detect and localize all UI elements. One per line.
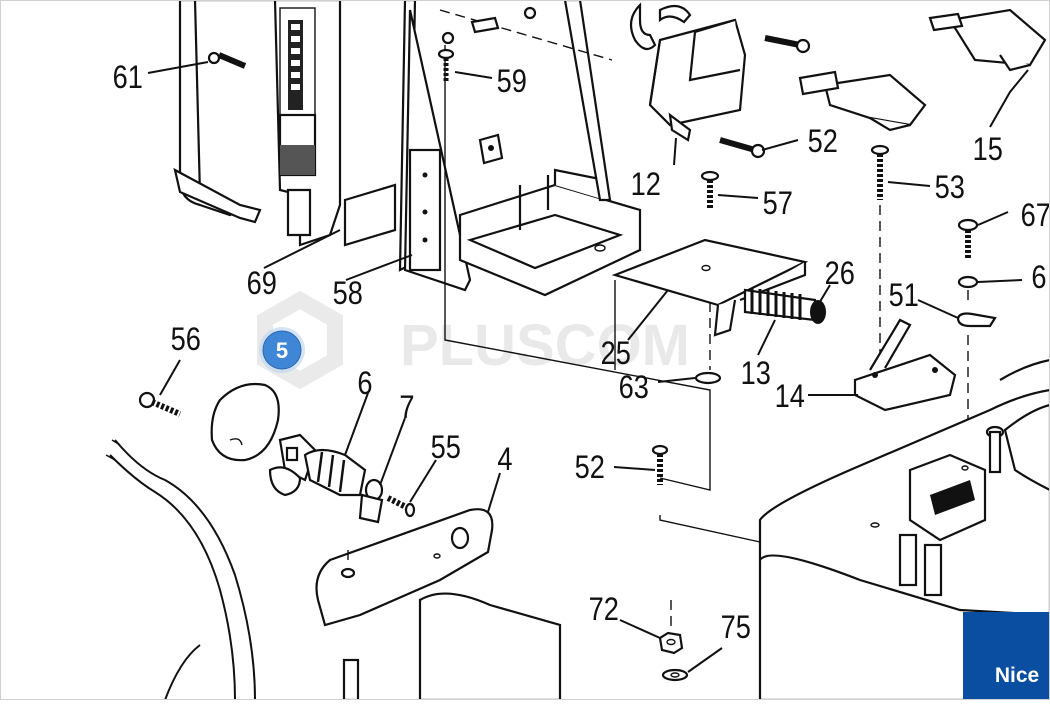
screw-top [764, 35, 811, 54]
brand-name: Nice [995, 664, 1039, 687]
cable-wires [105, 439, 256, 701]
screw-52-bottom [651, 444, 669, 485]
marker-circle[interactable] [262, 330, 302, 370]
screw-52-top [719, 137, 766, 159]
label-67: 67 [1021, 198, 1050, 234]
key-lock-6 [268, 433, 367, 497]
selected-part-marker[interactable]: 5 [259, 327, 305, 373]
label-26: 26 [825, 256, 855, 292]
screw-59 [437, 31, 455, 82]
control-board-housing [173, 0, 397, 247]
label-56: 56 [171, 322, 201, 358]
label-12: 12 [631, 167, 661, 203]
screw-67 [956, 218, 997, 465]
label-13: 13 [741, 356, 771, 392]
label-58: 58 [333, 276, 363, 312]
spring-13 [743, 288, 826, 324]
screw-61 [207, 51, 247, 69]
label-14: 14 [775, 379, 805, 415]
label-6: 6 [357, 366, 372, 402]
label-72: 72 [589, 592, 619, 628]
marker-number[interactable]: 5 [276, 338, 288, 363]
watermark-text: PLUSCOM [400, 313, 690, 378]
label-7: 7 [399, 390, 414, 426]
limit-switch-14 [853, 318, 957, 412]
part-labels: 61 59 52 12 15 57 53 67 69 58 26 6 51 25… [113, 60, 1050, 646]
label-63: 63 [619, 370, 649, 406]
washer-75 [661, 668, 689, 682]
clip-top [470, 6, 537, 34]
release-lever-4 [315, 508, 562, 702]
nut-72 [658, 631, 684, 655]
washer-63 [694, 371, 722, 385]
gearmotor-housing [758, 358, 1050, 702]
label-25: 25 [601, 336, 631, 372]
leader-lines [147, 61, 1029, 673]
label-59: 59 [497, 64, 527, 100]
assembly-lines [439, 9, 761, 543]
washer-7 [358, 478, 384, 524]
brand-logo: Nice [963, 612, 1050, 700]
label-69: 69 [247, 266, 277, 302]
label-52-bottom: 52 [575, 450, 605, 486]
cap-5 [210, 382, 280, 462]
screw-57 [700, 170, 720, 210]
label-53: 53 [935, 170, 965, 206]
mounting-bracket [398, 0, 642, 297]
label-75: 75 [721, 610, 751, 646]
label-15: 15 [973, 132, 1003, 168]
screw-55 [386, 495, 416, 518]
capacitor-12 [629, 2, 747, 142]
limit-switch-15 [798, 8, 1047, 132]
label-55: 55 [431, 430, 461, 466]
label-57: 57 [763, 186, 793, 222]
terminal-strip [288, 20, 303, 110]
label-4: 4 [497, 442, 512, 478]
label-52-top: 52 [808, 124, 838, 160]
screw-56 [138, 391, 182, 417]
screw-53 [870, 144, 890, 365]
label-6-right: 6 [1031, 260, 1046, 296]
label-61: 61 [113, 60, 143, 96]
label-51: 51 [889, 278, 919, 314]
